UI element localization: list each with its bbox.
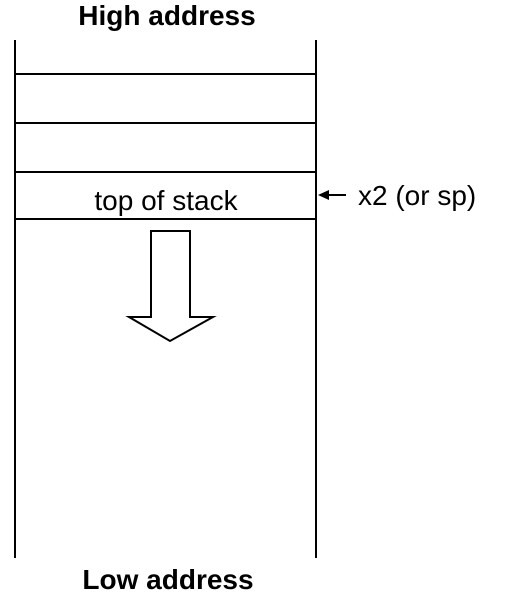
left-arrow-icon (318, 190, 346, 200)
down-arrow-icon (125, 230, 217, 343)
high-address-label: High address (78, 0, 255, 31)
stack-pointer-label: x2 (or sp) (358, 180, 476, 211)
top-of-stack-label: top of stack (94, 185, 238, 216)
low-address-label: Low address (82, 564, 253, 595)
